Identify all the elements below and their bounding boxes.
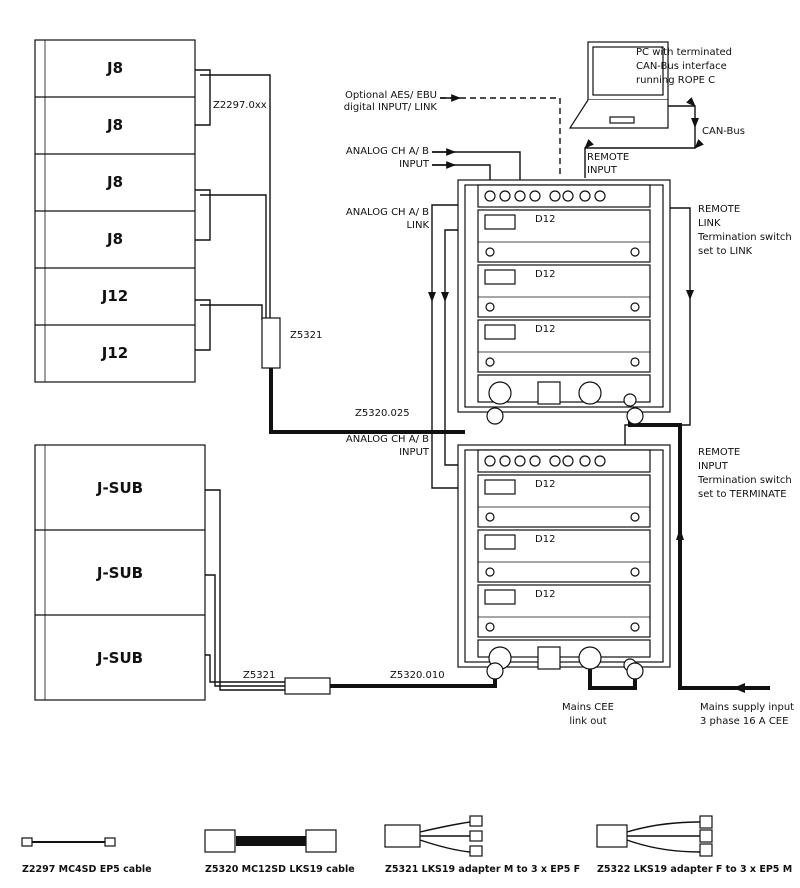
rack-wheel-icon (486, 407, 504, 425)
power-switch-icon (630, 622, 640, 632)
remote-input-label-1: REMOTE (587, 152, 629, 163)
speaker-array-sub: J-SUB J-SUB J-SUB (34, 444, 206, 701)
remote-link-label-4: set to LINK (698, 246, 753, 257)
cable-label-z5320-010: Z5320.010 (390, 670, 445, 681)
cable-icon-z5320 (204, 829, 337, 853)
power-switch-icon (630, 302, 640, 312)
legend-z5321: Z5321 LKS19 adapter M to 3 x EP5 F (385, 864, 580, 875)
remote-input-label-2: INPUT (587, 165, 618, 176)
xlr-connector-icon (514, 190, 526, 202)
xlr-connector-icon (484, 455, 496, 467)
canbus-label: CAN-Bus (702, 126, 745, 137)
xlr-connector-icon (594, 190, 606, 202)
legend-z5322: Z5322 LKS19 adapter F to 3 x EP5 M (597, 864, 792, 875)
analog-input-label-1: ANALOG CH A/ B (346, 146, 429, 157)
remote-link-label-2: LINK (698, 218, 721, 229)
xlr-connector-icon (594, 455, 606, 467)
cable-label-z5321-bottom: Z5321 (243, 670, 275, 681)
amp-model-label: D12 (535, 479, 555, 490)
cable-label-z2297: Z2297.0xx (213, 100, 267, 111)
speaker-label: J12 (101, 287, 128, 305)
cable-icon-z5322 (596, 815, 713, 857)
sub-label: J-SUB (96, 564, 143, 582)
cable-label-z5320-025: Z5320.025 (355, 408, 410, 419)
pc-label-3: running ROPE C (636, 75, 715, 86)
legend-z2297: Z2297 MC4SD EP5 cable (22, 864, 152, 875)
cee-connector-icon (578, 646, 602, 670)
aes-label-1: Optional AES/ EBU (345, 90, 437, 101)
rack-wheel-icon (626, 407, 644, 425)
amp-model-label: D12 (535, 269, 555, 280)
cable-icon-z2297 (21, 837, 116, 847)
sub-label: J-SUB (96, 649, 143, 667)
xlr-connector-icon (579, 190, 591, 202)
amp-model-label: D12 (535, 534, 555, 545)
amp-model-label: D12 (535, 589, 555, 600)
remote-input2-label-2: INPUT (698, 461, 729, 472)
cable-label-z5321-top: Z5321 (290, 330, 322, 341)
xlr-connector-icon (549, 190, 561, 202)
xlr-connector-icon (499, 455, 511, 467)
xlr-connector-icon (579, 455, 591, 467)
amp-model-label: D12 (535, 214, 555, 225)
speaker-label: J8 (106, 230, 123, 248)
speaker-label: J8 (106, 173, 123, 191)
xlr-connector-icon (484, 190, 496, 202)
xlr-connector-icon (499, 190, 511, 202)
mains-in-label-2: 3 phase 16 A CEE (700, 716, 788, 727)
rack-wheel-icon (626, 662, 644, 680)
xlr-connector-icon (562, 190, 574, 202)
remote-input2-label-1: REMOTE (698, 447, 740, 458)
xlr-connector-icon (549, 455, 561, 467)
legend-z5320: Z5320 MC12SD LKS19 cable (205, 864, 355, 875)
remote-link-label-1: REMOTE (698, 204, 740, 215)
remote-input2-label-3: Termination switch (697, 475, 792, 486)
analog-input2-label-1: ANALOG CH A/ B (346, 434, 429, 445)
top-speaker-cables (195, 69, 465, 434)
mains-link-label-1: Mains CEE (562, 702, 614, 713)
rack-wheel-icon (486, 662, 504, 680)
lks19-connector-icon (488, 381, 512, 405)
analog-link-label-2: LINK (406, 220, 429, 231)
sub-label: J-SUB (96, 479, 143, 497)
power-switch-icon (630, 247, 640, 257)
analog-input-label-2: INPUT (399, 159, 430, 170)
xlr-connector-icon (562, 455, 574, 467)
cable-legend: Z2297 MC4SD EP5 cable Z5320 MC12SD LKS19… (21, 815, 792, 875)
speaker-label: J8 (106, 116, 123, 134)
speaker-label: J12 (101, 344, 128, 362)
pc-label-2: CAN-Bus interface (636, 61, 727, 72)
remote-link-label-3: Termination switch (697, 232, 792, 243)
mains-in-label-1: Mains supply input (700, 702, 794, 713)
xlr-connector-icon (529, 455, 541, 467)
speaker-label: J8 (106, 59, 123, 77)
remote-input2-label-4: set to TERMINATE (698, 489, 787, 500)
mains-link-label-2: link out (569, 716, 606, 727)
cee-connector-icon (578, 381, 602, 405)
pc-label-1: PC with terminated (636, 47, 732, 58)
power-switch-icon (630, 512, 640, 522)
analog-link-label-1: ANALOG CH A/ B (346, 207, 429, 218)
xlr-connector-icon (529, 190, 541, 202)
analog-input2-label-2: INPUT (399, 447, 430, 458)
power-switch-icon (630, 357, 640, 367)
amp-model-label: D12 (535, 324, 555, 335)
cable-icon-z5321 (384, 815, 483, 857)
xlr-connector-icon (514, 455, 526, 467)
sub-speaker-cables (205, 489, 497, 695)
power-switch-icon (630, 567, 640, 577)
aes-label-2: digital INPUT/ LINK (344, 102, 438, 113)
